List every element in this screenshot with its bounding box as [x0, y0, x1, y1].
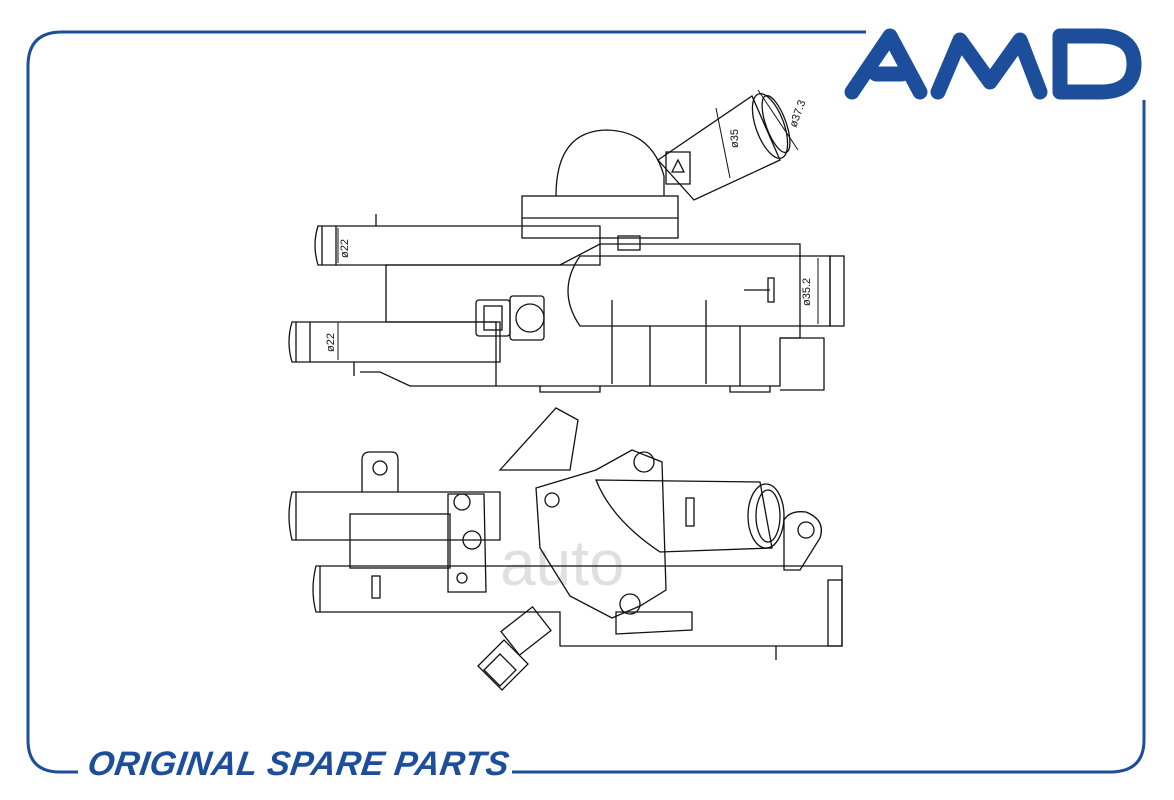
angled-outlet-pipe: [657, 95, 781, 201]
lower-small-pipe: [288, 321, 501, 363]
bottom-view-drawing: [288, 407, 843, 691]
amd-logo-icon: [844, 28, 1142, 100]
dim-pipe-upper: ø22: [339, 239, 351, 258]
dim-outlet-large: ø35.2: [801, 278, 813, 306]
watermark: auto: [500, 527, 625, 599]
thermostat-dome: [555, 129, 665, 197]
left-bracket: [447, 493, 487, 593]
lower-long-pipe: [312, 565, 843, 647]
left-upper-pipe: [288, 491, 501, 541]
dim-pipe-lower: ø22: [325, 333, 337, 352]
lower-sensor-connector-icon: [477, 605, 552, 691]
dim-neck: ø35: [729, 129, 741, 148]
main-flange: [535, 449, 667, 619]
large-outlet-pipe: [567, 255, 831, 327]
thermostat-flange: [521, 195, 679, 239]
dimension-lines: [337, 89, 819, 360]
frame-border: [26, 30, 1146, 774]
top-view-drawing: [288, 93, 845, 393]
footer-tagline: ORIGINAL SPARE PARTS: [85, 745, 512, 783]
sensor-connector-icon: [475, 295, 545, 341]
angled-pipe: [595, 479, 773, 553]
upper-small-pipe: [314, 225, 601, 266]
dim-angled-outlet: ø37.3: [788, 98, 809, 129]
